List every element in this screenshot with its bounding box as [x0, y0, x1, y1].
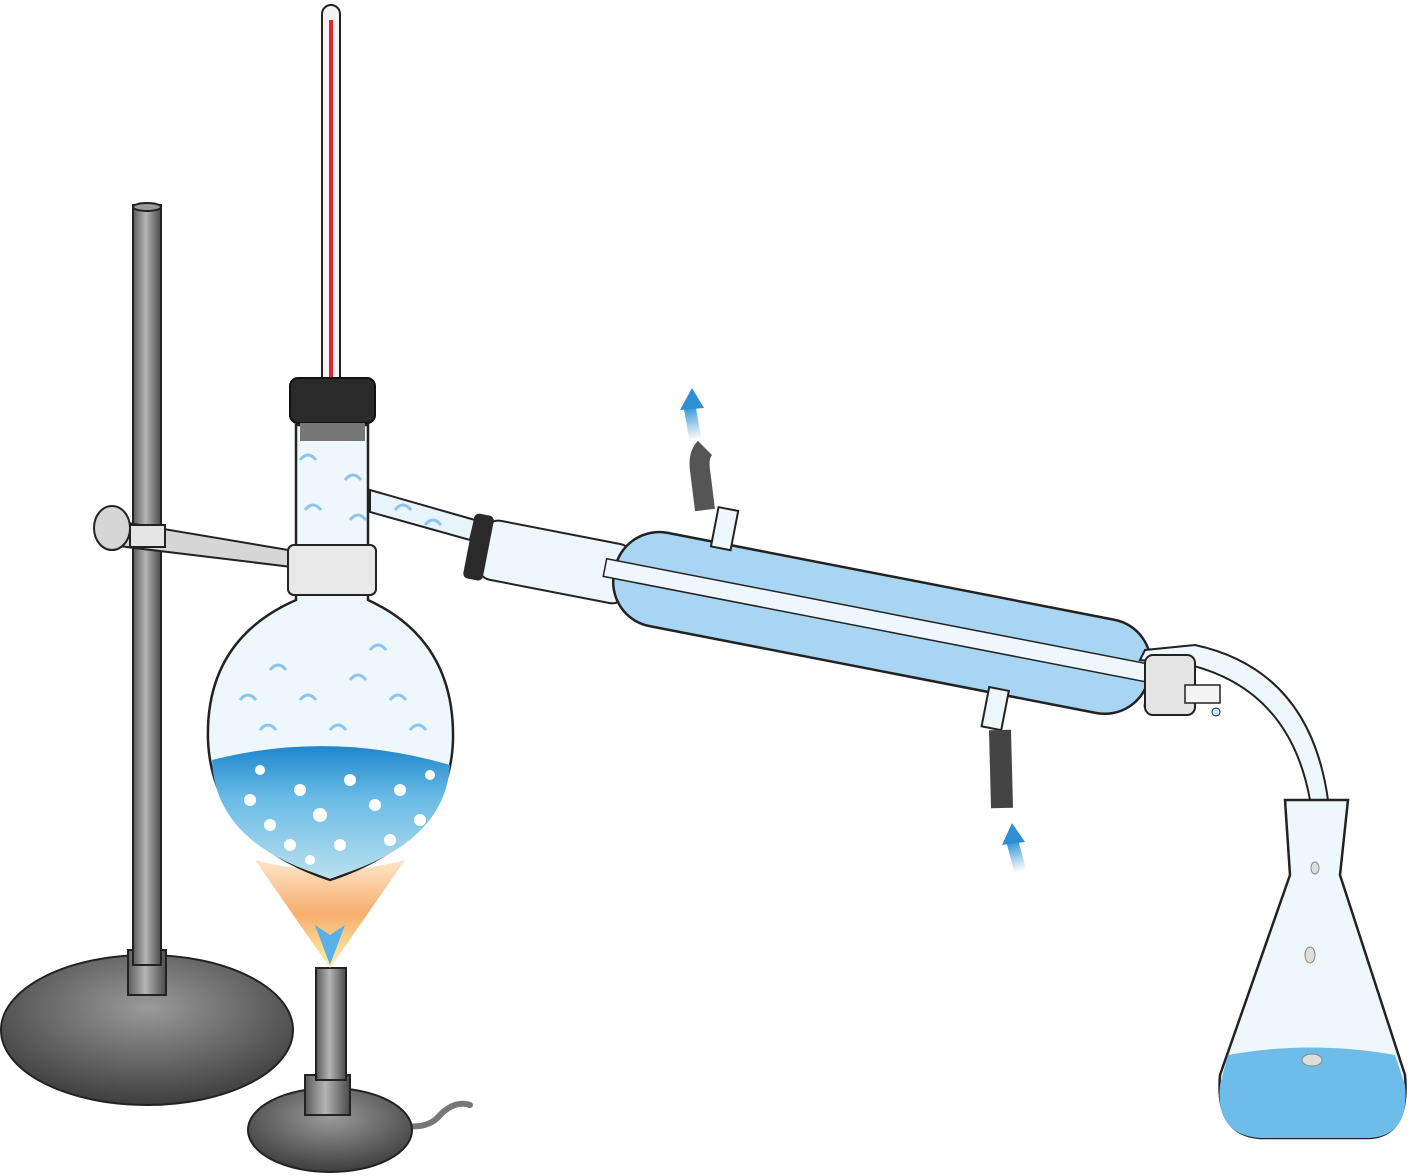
- flame-inner-cone: [315, 925, 345, 965]
- clamp: [93, 505, 377, 596]
- outlet-hose: [689, 440, 715, 512]
- thermometer-line: [329, 20, 333, 640]
- ring-stand: [0, 202, 294, 1106]
- bunsen-burner: [247, 860, 473, 1173]
- water-in-arrow: [1002, 823, 1027, 873]
- distillate: [1219, 1047, 1406, 1138]
- clamp-holder: [287, 544, 377, 596]
- vapor: [238, 453, 443, 731]
- receiver-adapter: [1138, 643, 1330, 801]
- water-inlet: [980, 685, 1011, 732]
- burner-tube: [315, 967, 347, 1081]
- round-bottom-flask: [206, 377, 455, 882]
- flask-stopper: [289, 377, 376, 424]
- boiling-liquid: [212, 746, 450, 878]
- condenser: [463, 505, 1173, 732]
- stand-rod: [132, 204, 162, 966]
- water-out-arrow: [680, 388, 704, 441]
- inlet-hose: [989, 729, 1013, 809]
- side-arm: [369, 488, 477, 542]
- erlenmeyer-flask: [1218, 798, 1407, 1140]
- bubbles: [244, 765, 435, 865]
- water-outlet: [709, 505, 740, 552]
- clamp-knob: [93, 505, 131, 551]
- flame: [255, 860, 405, 968]
